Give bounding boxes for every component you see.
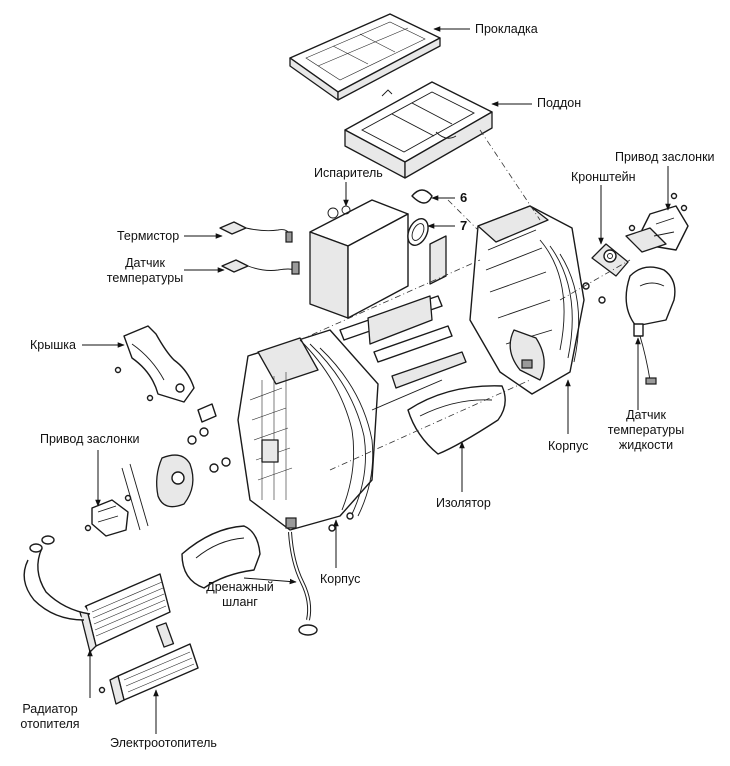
- lever-assembly-part: [121, 403, 231, 531]
- label-main-housing: Корпус: [320, 572, 361, 586]
- bracket-part: [582, 243, 629, 304]
- evaporator-part: [309, 199, 409, 319]
- heater-core-part: [23, 535, 171, 653]
- air-duct-part: [181, 525, 261, 589]
- clip-6-part: [411, 189, 433, 204]
- drain-hose-part: [288, 531, 318, 636]
- right-actuator-part: [625, 192, 689, 253]
- label-temperature-sensor: Датчик температуры: [106, 256, 184, 285]
- label-callout-6: 6: [460, 190, 468, 205]
- left-actuator-part: [84, 494, 132, 537]
- label-callout-7: 7: [460, 218, 468, 233]
- label-bracket: Кронштейн: [571, 170, 636, 184]
- coolant-temp-sensor-part: [633, 323, 657, 385]
- label-electric-heater: Электроотопитель: [110, 736, 217, 750]
- label-right-housing: Корпус: [548, 439, 589, 453]
- label-cover: Крышка: [30, 338, 76, 352]
- small-plate-part: [429, 235, 447, 285]
- label-right-actuator: Привод заслонки: [615, 150, 715, 164]
- label-evaporator: Испаритель: [314, 166, 383, 180]
- label-insulator: Изолятор: [436, 496, 491, 510]
- duct-cover-part: [625, 266, 676, 327]
- label-heater-core: Радиатор отопителя: [20, 702, 80, 731]
- cover-part: [114, 325, 195, 403]
- gasket-part: [289, 13, 441, 101]
- thermistor-part: [219, 221, 293, 243]
- label-tray: Поддон: [537, 96, 582, 110]
- right-housing-part: [469, 205, 585, 395]
- leader-lines: [82, 26, 671, 734]
- clip-7-part: [407, 218, 429, 246]
- electric-heater-part: [98, 622, 199, 705]
- label-gasket: Прокладка: [475, 22, 538, 36]
- main-housing-part: [237, 329, 379, 532]
- damper-flaps-part: [339, 295, 467, 411]
- label-left-actuator: Привод заслонки: [40, 432, 140, 446]
- tray-part: [344, 81, 493, 179]
- temperature-sensor-part: [221, 259, 300, 275]
- label-drain-hose: Дренажный шланг: [206, 580, 274, 609]
- label-thermistor: Термистор: [117, 229, 180, 243]
- label-coolant-sensor: Датчик температуры жидкости: [607, 408, 685, 452]
- insulator-part: [407, 385, 506, 455]
